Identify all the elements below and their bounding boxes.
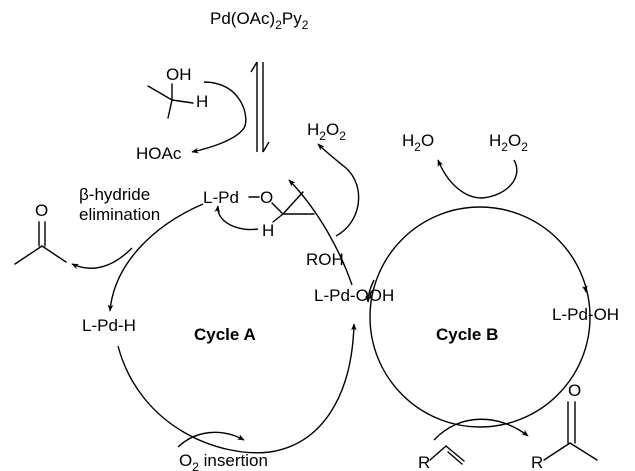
pd-hydroxide-label: L-Pd-OH [552,305,619,324]
cycle-a-arc-bottom [117,323,357,454]
ligand-exchange-arrow [191,81,247,154]
h2o-label: H2O [402,131,434,154]
alkene-structure [429,445,465,465]
o2-insertion-label: O2 insertion [179,451,268,471]
isopropanol-structure [147,83,194,119]
cycle-a-label: Cycle A [194,325,256,344]
pd-alkoxide-o-label: O [260,188,273,207]
roh-h2o2-exchange-arrow [317,143,360,237]
hoac-label: HOAc [136,144,182,163]
cycle-a-arc-top-left [107,203,204,312]
pd-alkoxide-label: L-Pd [203,188,239,207]
alcohol-h-label: H [196,92,208,111]
precatalyst-label: Pd(OAc)2Py2 [210,9,309,32]
h2o2-consumption-arrow [437,159,518,199]
cycle-b-arc-right-down [582,285,588,293]
ketone-o-label: O [568,381,581,400]
o2-insertion-arrow [177,431,245,448]
acetone-o-label: O [35,201,48,220]
cycle-b-circle [369,206,591,428]
cycle-a-arc-top-right [288,179,353,286]
alcohol-oh-label: OH [166,65,192,84]
isopropoxide-structure [271,191,315,223]
alkoxide-h-label: H [262,221,274,240]
cycle-b-label: Cycle B [436,325,498,344]
ketone-structure [543,401,598,461]
pd-hydride-label: L-Pd-H [82,316,136,335]
acetone-release-arrow [71,247,133,270]
hydride-transfer-arrow [214,205,259,231]
h2o2-top-left-label: H2O2 [307,120,346,143]
alkene-r-label: R [418,453,430,471]
cycle-b-arc-left-down [365,279,375,303]
ketone-r-label: R [531,453,543,471]
pd-hydroperoxide-label: L-Pd-OOH [314,286,394,305]
equilibrium-arrows [250,61,270,153]
beta-hydride-label: β-hydride elimination [79,185,160,224]
acetone-structure [14,221,67,265]
wacker-oxidation-arrow [433,418,529,441]
roh-label: ROH [306,250,344,269]
h2o2-top-right-label: H2O2 [489,131,528,154]
